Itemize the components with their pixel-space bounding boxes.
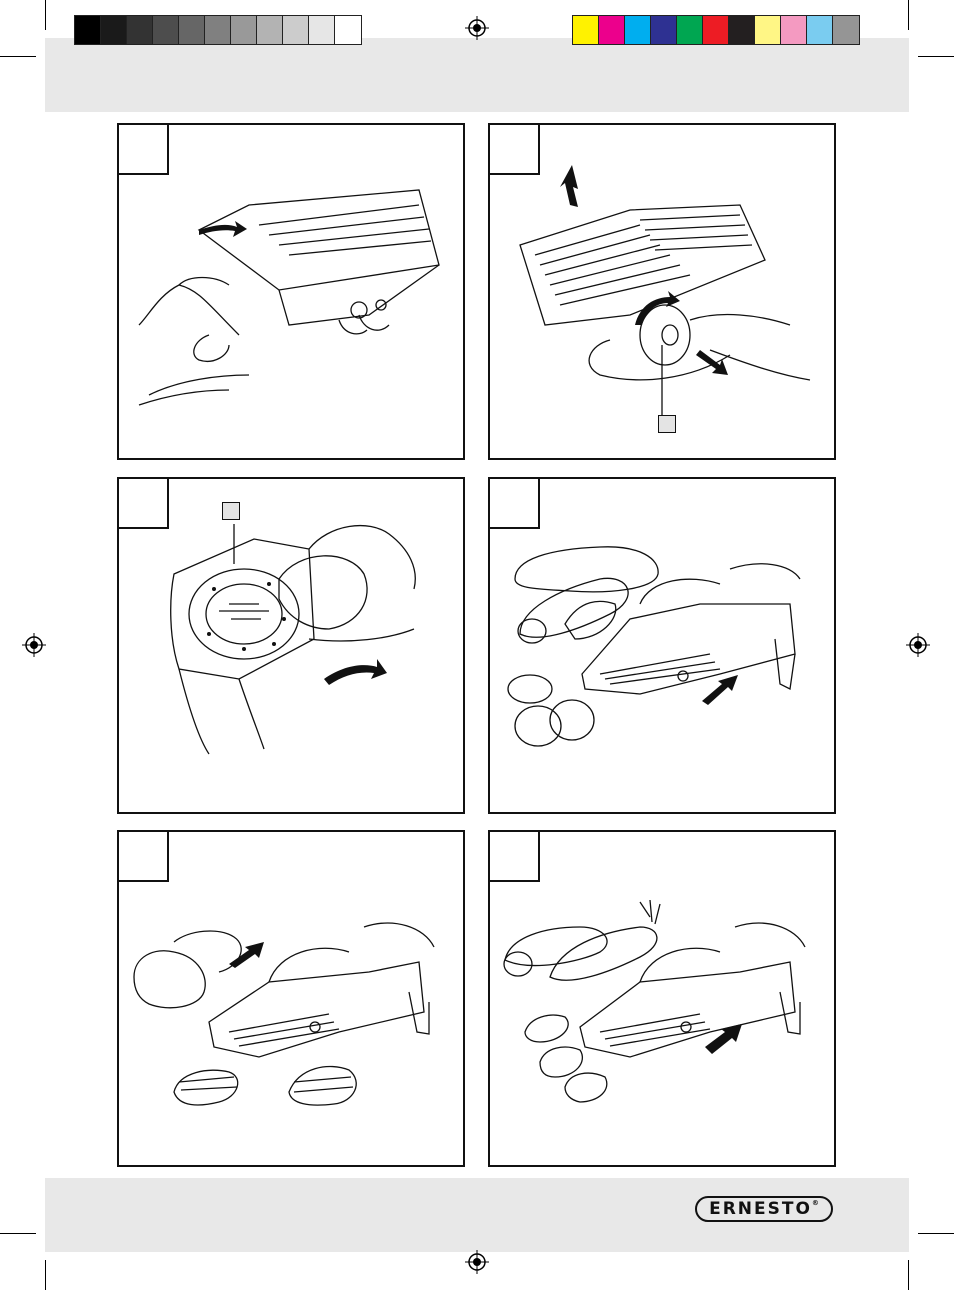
panel-food-holder	[117, 477, 465, 814]
brand-name: ERNESTO	[709, 1199, 812, 1219]
color-swatch	[625, 16, 651, 44]
header-band	[45, 38, 909, 112]
panel-waffle-cut	[488, 830, 836, 1167]
color-swatch	[205, 16, 231, 44]
color-swatch	[75, 16, 101, 44]
slicing-cucumber-icon	[507, 546, 801, 747]
part-label-box	[222, 502, 240, 520]
panel-number-box	[488, 830, 540, 882]
registered-mark: ®	[811, 1199, 819, 1207]
crop-mark	[918, 1233, 954, 1234]
color-swatch	[833, 16, 859, 44]
registration-mark-icon	[22, 633, 46, 657]
panel-number-box	[117, 477, 169, 529]
color-swatch	[651, 16, 677, 44]
color-swatch	[153, 16, 179, 44]
color-swatch	[677, 16, 703, 44]
brand-logo: ERNESTO®	[695, 1196, 833, 1222]
waffle-cut-vegetables-icon	[503, 899, 806, 1103]
registration-mark-icon	[906, 633, 930, 657]
registration-mark-icon	[465, 1250, 489, 1274]
crop-mark	[908, 1260, 909, 1290]
panel-julienne	[117, 830, 465, 1167]
panel-insert-blade	[117, 123, 465, 460]
color-swatch	[101, 16, 127, 44]
process-color-bar	[572, 15, 860, 45]
color-swatch	[309, 16, 335, 44]
crop-mark	[45, 1260, 46, 1290]
color-swatch	[703, 16, 729, 44]
panel-adjust-dial	[488, 123, 836, 460]
color-swatch	[231, 16, 257, 44]
color-swatch	[729, 16, 755, 44]
grayscale-color-bar	[74, 15, 362, 45]
color-swatch	[127, 16, 153, 44]
slicer-insert-blade-icon	[138, 189, 440, 406]
color-swatch	[179, 16, 205, 44]
color-swatch	[599, 16, 625, 44]
color-swatch	[807, 16, 833, 44]
panel-number-box	[117, 123, 169, 175]
color-swatch	[257, 16, 283, 44]
color-swatch	[573, 16, 599, 44]
panel-number-box	[488, 123, 540, 175]
part-label-box	[658, 415, 676, 433]
crop-mark	[0, 56, 36, 57]
crop-mark	[918, 56, 954, 57]
crop-mark	[908, 0, 909, 30]
registration-mark-icon	[465, 16, 489, 40]
color-swatch	[283, 16, 309, 44]
footer-band	[45, 1178, 909, 1252]
julienne-potato-icon	[133, 922, 435, 1106]
panel-number-box	[488, 477, 540, 529]
color-swatch	[781, 16, 807, 44]
panel-slicing	[488, 477, 836, 814]
food-holder-icon	[170, 524, 416, 755]
slicer-adjust-dial-icon	[519, 165, 811, 415]
color-swatch	[335, 16, 361, 44]
crop-mark	[0, 1233, 36, 1234]
color-swatch	[755, 16, 781, 44]
crop-mark	[45, 0, 46, 30]
panel-number-box	[117, 830, 169, 882]
